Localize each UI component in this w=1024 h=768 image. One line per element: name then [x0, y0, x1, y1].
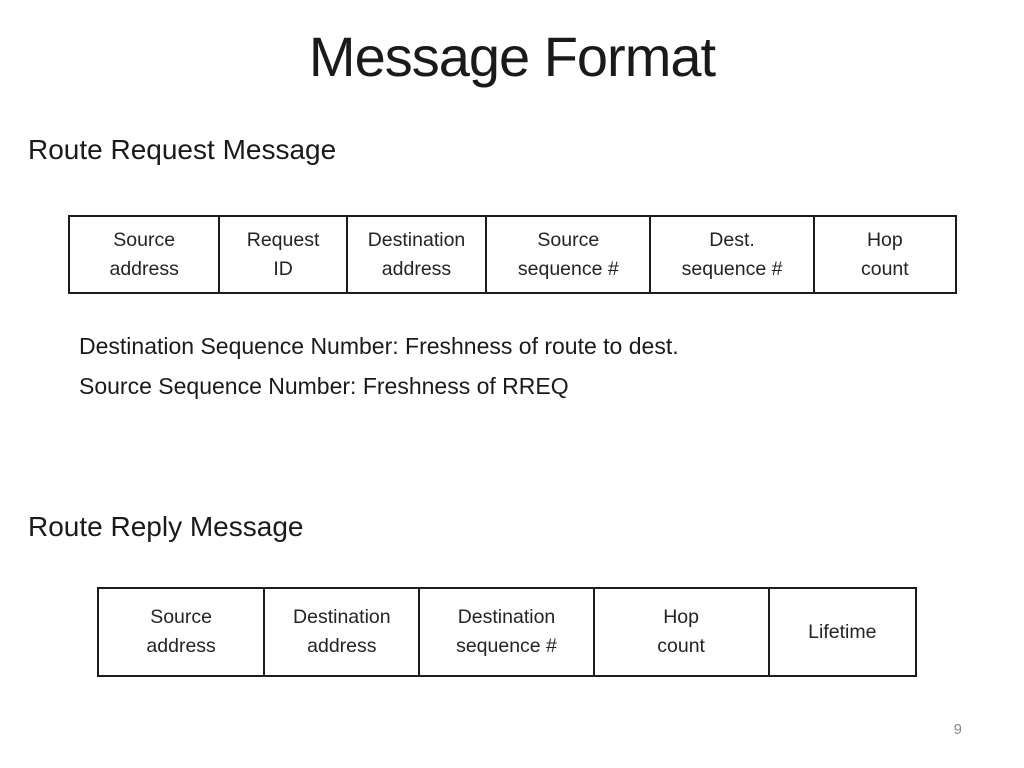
page-number: 9 [953, 721, 962, 738]
field-line: address [307, 635, 377, 657]
slide-title: Message Format [308, 25, 716, 88]
field-line: address [146, 635, 216, 657]
field-cell-destination-address: Destination address [348, 217, 488, 292]
field-line: Lifetime [808, 620, 877, 643]
field-cell-request-id: Request ID [220, 217, 348, 292]
field-line: Source [150, 606, 212, 628]
note-source-sequence: Source Sequence Number: Freshness of RRE… [79, 373, 569, 399]
field-line: Dest. [709, 228, 755, 251]
field-line: address [381, 257, 452, 280]
field-line: address [109, 257, 179, 280]
field-line: Source [113, 228, 176, 251]
field-line: sequence # [681, 257, 783, 280]
field-cell-hop-count: Hop count [815, 217, 955, 292]
route-request-heading: Route Request Message [28, 134, 337, 165]
field-line: Request [246, 228, 320, 251]
field-cell-hop-count: Hop count [595, 589, 770, 675]
field-line: Destination [293, 606, 391, 628]
field-line: sequence # [517, 257, 619, 280]
note-destination-sequence: Destination Sequence Number: Freshness o… [79, 333, 679, 359]
route-reply-heading: Route Reply Message [28, 511, 304, 542]
field-cell-source-sequence: Source sequence # [487, 217, 652, 292]
field-line: ID [273, 257, 293, 280]
field-cell-destination-address: Destination address [265, 589, 421, 675]
route-request-format-table: Source address Request ID Destination ad… [68, 215, 957, 294]
field-line: Destination [457, 606, 556, 628]
field-line: Destination [367, 228, 466, 251]
field-line: Hop [866, 228, 903, 251]
field-cell-lifetime: Lifetime [770, 589, 915, 675]
field-cell-dest-sequence: Dest. sequence # [651, 217, 815, 292]
field-cell-source-address: Source address [99, 589, 266, 675]
field-line: sequence # [456, 635, 557, 657]
route-reply-format-table: Source address Destination address Desti… [97, 587, 917, 677]
field-cell-source-address: Source address [70, 217, 221, 292]
field-line: Hop [663, 606, 699, 628]
field-line: count [657, 635, 705, 657]
field-line: Source [537, 228, 600, 251]
field-line: count [860, 257, 909, 280]
field-cell-destination-sequence: Destination sequence # [420, 589, 595, 675]
